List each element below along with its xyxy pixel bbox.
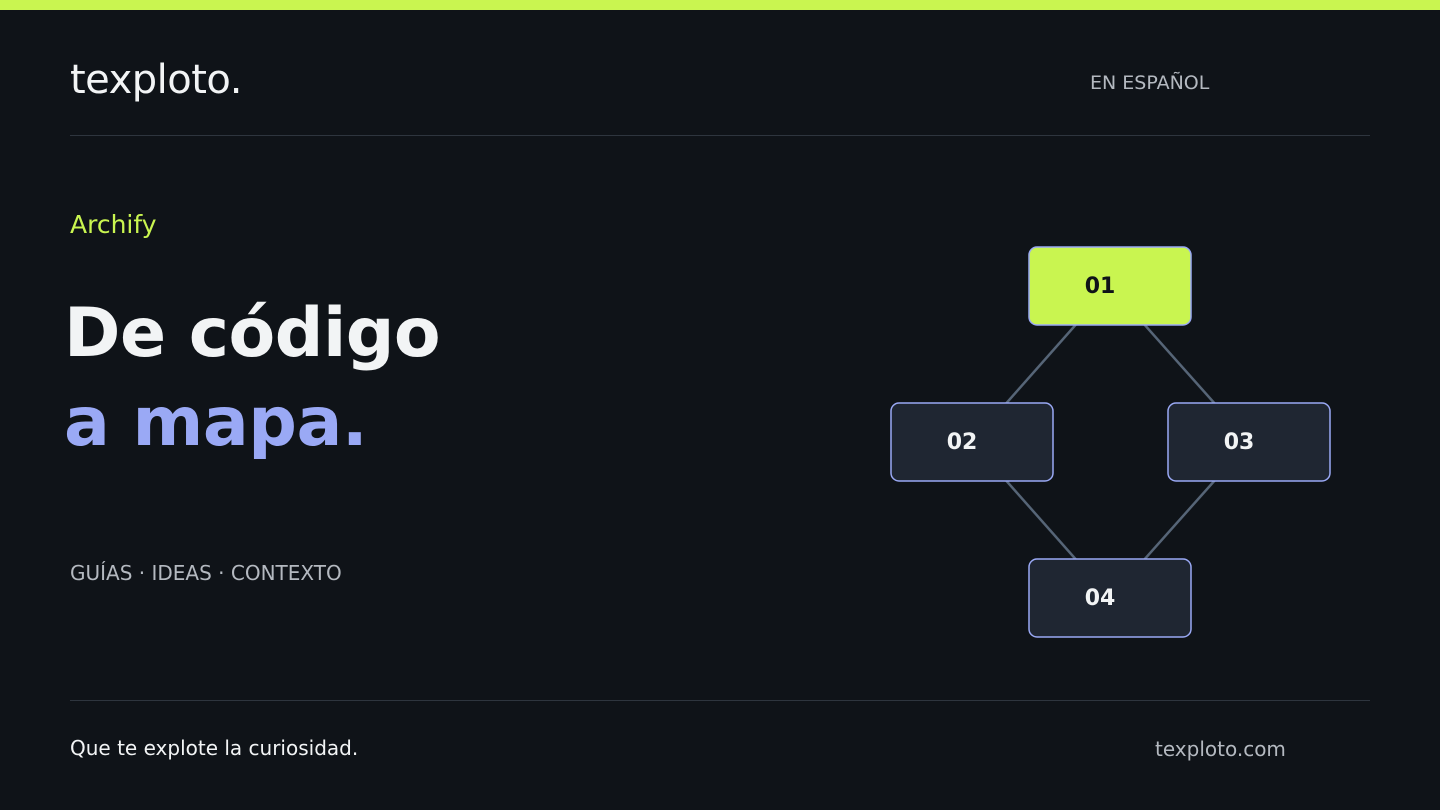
footer-url-link[interactable]: texploto.com [1155,737,1286,761]
node-box-01[interactable] [1028,246,1192,326]
headline-line-2: a mapa. [64,383,368,462]
node-box-03[interactable] [1167,402,1331,482]
node-box-02[interactable] [890,402,1054,482]
node-label-01: 01 [1085,274,1116,299]
brand-logo[interactable]: texploto. [70,57,242,103]
node-label-02: 02 [947,430,978,455]
node-03[interactable]: 03 [1167,402,1331,482]
headline-line-1: De código [64,294,441,373]
footer-tagline: Que te explote la curiosidad. [70,736,359,760]
topic-tags: GUÍAS · IDEAS · CONTEXTO [70,561,342,585]
kicker-label: Archify [70,210,157,239]
language-label[interactable]: EN ESPAÑOL [1090,72,1210,94]
node-box-04[interactable] [1028,558,1192,638]
node-label-04: 04 [1085,586,1116,611]
node-label-03: 03 [1224,430,1255,455]
node-02[interactable]: 02 [890,402,1054,482]
footer-divider [70,700,1370,701]
top-accent-bar [0,0,1440,10]
node-01[interactable]: 01 [1028,246,1192,326]
header-divider [70,135,1370,136]
node-04[interactable]: 04 [1028,558,1192,638]
